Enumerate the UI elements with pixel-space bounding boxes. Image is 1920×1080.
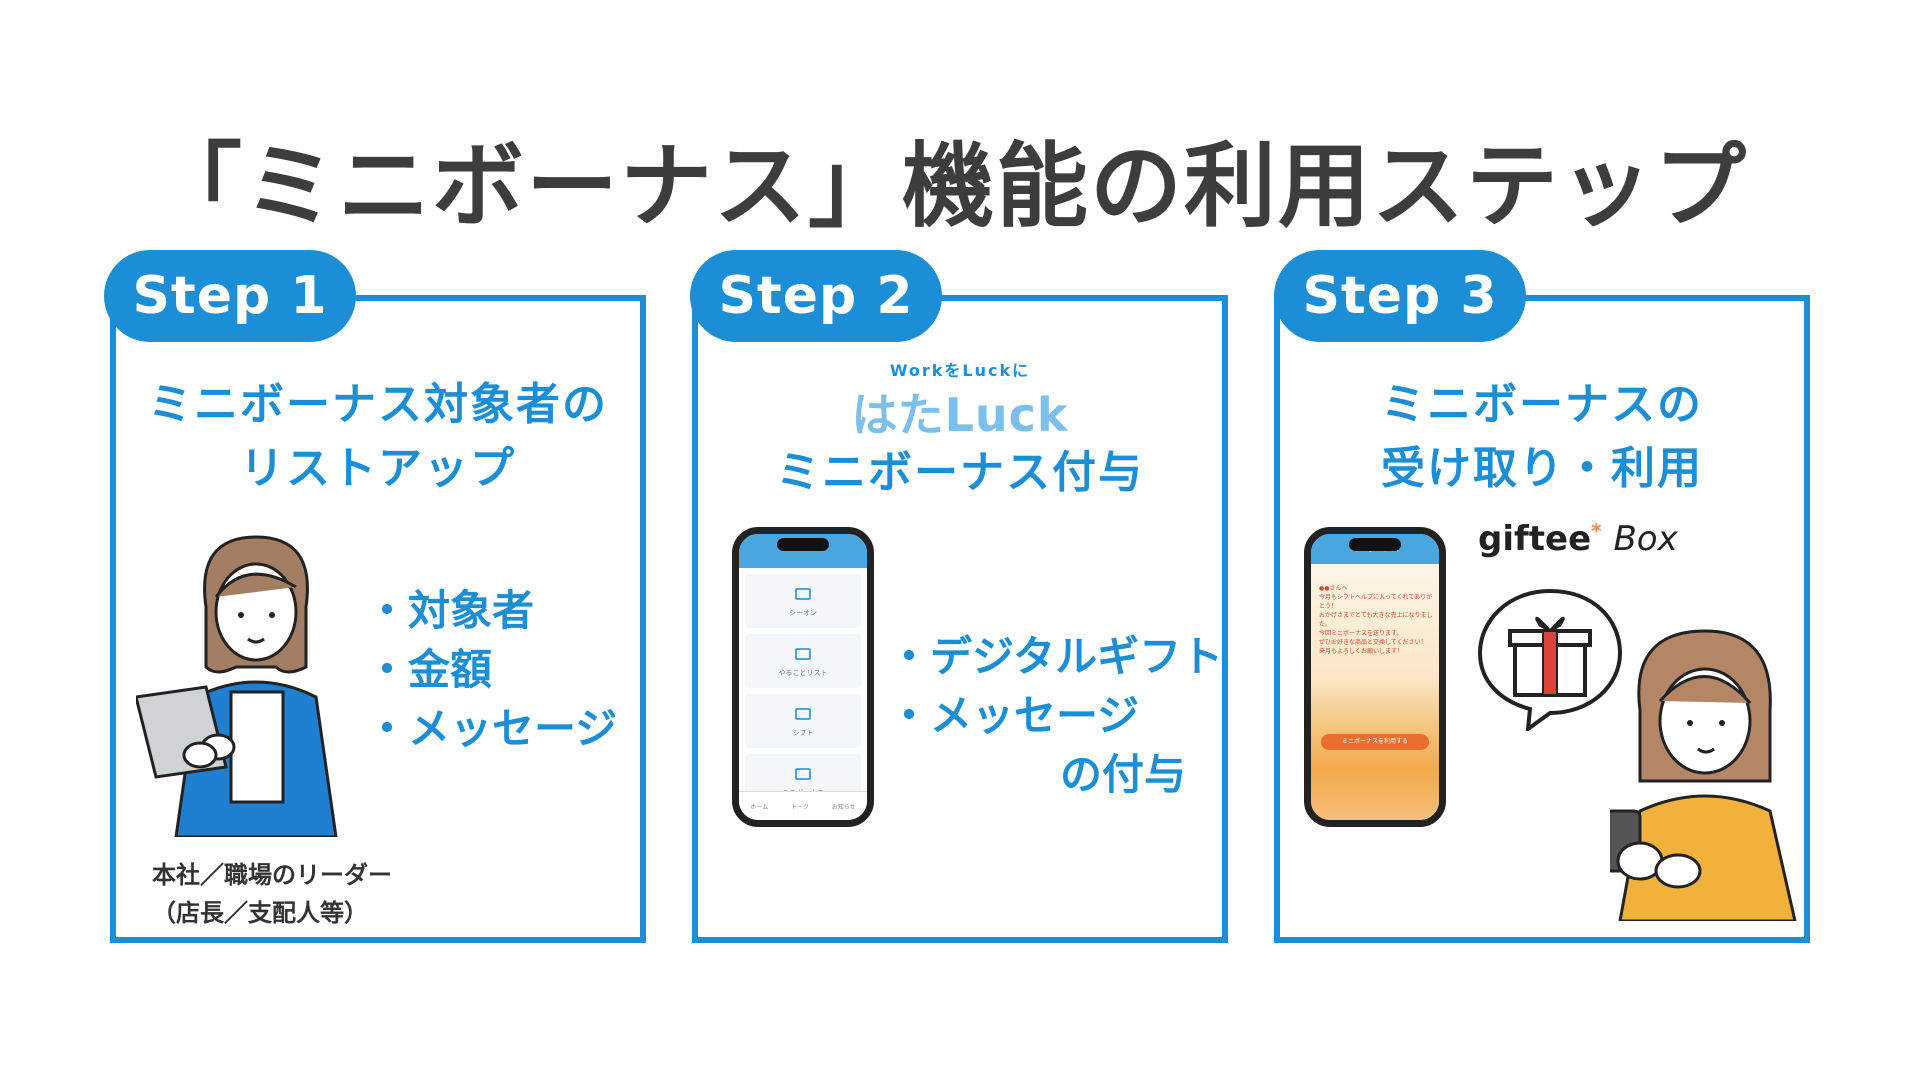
giftee-phone-mockup: ミニボーナス ●●さんへ 今月もシフトヘルプに入ってくれてありがとう！ おかげさ… — [1304, 527, 1446, 827]
menu-icon — [795, 708, 811, 720]
phone-notch — [1349, 538, 1401, 551]
phone-gift-message: ●●さんへ 今月もシフトヘルプに入ってくれてありがとう！ おかげさまでとても大き… — [1319, 585, 1433, 655]
caption-line: （店長／支配人等） — [152, 899, 368, 927]
step-3-heading-line1: ミニボーナスの — [1381, 379, 1703, 430]
page-title: 「ミニボーナス」機能の利用ステップ — [150, 133, 1749, 240]
bullet-item: の付与 — [1060, 750, 1187, 799]
phone-gift-screen — [1311, 564, 1439, 820]
bullet-item: ・金額 — [366, 645, 493, 694]
phone-tab-bar: ホーム トーク お知らせ — [739, 791, 867, 820]
bullet-item: ・対象者 — [366, 586, 535, 635]
hataluck-phone-mockup: シーオン やることリスト シフト ミニボーナス ホーム トーク お知らせ — [732, 527, 874, 827]
use-bonus-button[interactable]: ミニボーナスを利用する — [1321, 734, 1429, 750]
hataluck-tagline: WorkをLuckに — [889, 361, 1031, 380]
phone-tab: お知らせ — [831, 803, 856, 811]
step-1-heading-line1: ミニボーナス対象者の — [148, 379, 608, 430]
leader-illustration — [136, 535, 338, 837]
step-1-badge: Step 1 — [104, 250, 356, 342]
step-2-badge: Step 2 — [690, 250, 942, 342]
bullet-item: ・デジタルギフト — [888, 632, 1224, 681]
step-3-card: ミニボーナスの 受け取り・利用 ミニボーナス ●●さんへ 今月もシフトヘルプに入… — [1274, 295, 1810, 943]
step-1-heading-line2: リストアップ — [240, 443, 516, 494]
phone-menu-item: やることリスト — [745, 634, 861, 688]
hataluck-logo: はたLuck — [851, 388, 1069, 442]
bullet-item: ・メッセージ — [366, 704, 618, 753]
menu-icon — [795, 648, 811, 660]
recipient-illustration — [1610, 629, 1797, 921]
step-1-caption: 本社／職場のリーダー （店長／支配人等） — [152, 856, 392, 932]
menu-icon — [795, 588, 811, 600]
phone-tab: ホーム — [750, 803, 769, 811]
step-1-card: ミニボーナス対象者の リストアップ ・対象者 ・金額 ・メッセージ 本社／職場の… — [110, 295, 646, 943]
step-3-heading-line2: 受け取り・利用 — [1381, 443, 1703, 494]
step-3-badge: Step 3 — [1274, 250, 1526, 342]
bullet-item: ・メッセージ — [888, 691, 1140, 740]
phone-menu-item: シフト — [745, 694, 861, 748]
phone-menu-item: シーオン — [745, 574, 861, 628]
menu-icon — [795, 768, 811, 780]
caption-line: 本社／職場のリーダー — [152, 861, 392, 889]
phone-notch — [777, 538, 829, 551]
step-2-heading: ミニボーナス付与 — [776, 447, 1144, 498]
giftee-box-logo: giftee* Box — [1478, 519, 1678, 559]
step-2-bullets: ・デジタルギフト ・メッセージ の付与 — [888, 627, 1223, 804]
step-2-card: WorkをLuckに はたLuck ミニボーナス付与 シーオン やることリスト … — [692, 295, 1228, 943]
phone-tab: トーク — [790, 803, 809, 811]
step-1-bullets: ・対象者 ・金額 ・メッセージ — [366, 581, 617, 758]
gift-speech-bubble-icon — [1477, 588, 1623, 731]
